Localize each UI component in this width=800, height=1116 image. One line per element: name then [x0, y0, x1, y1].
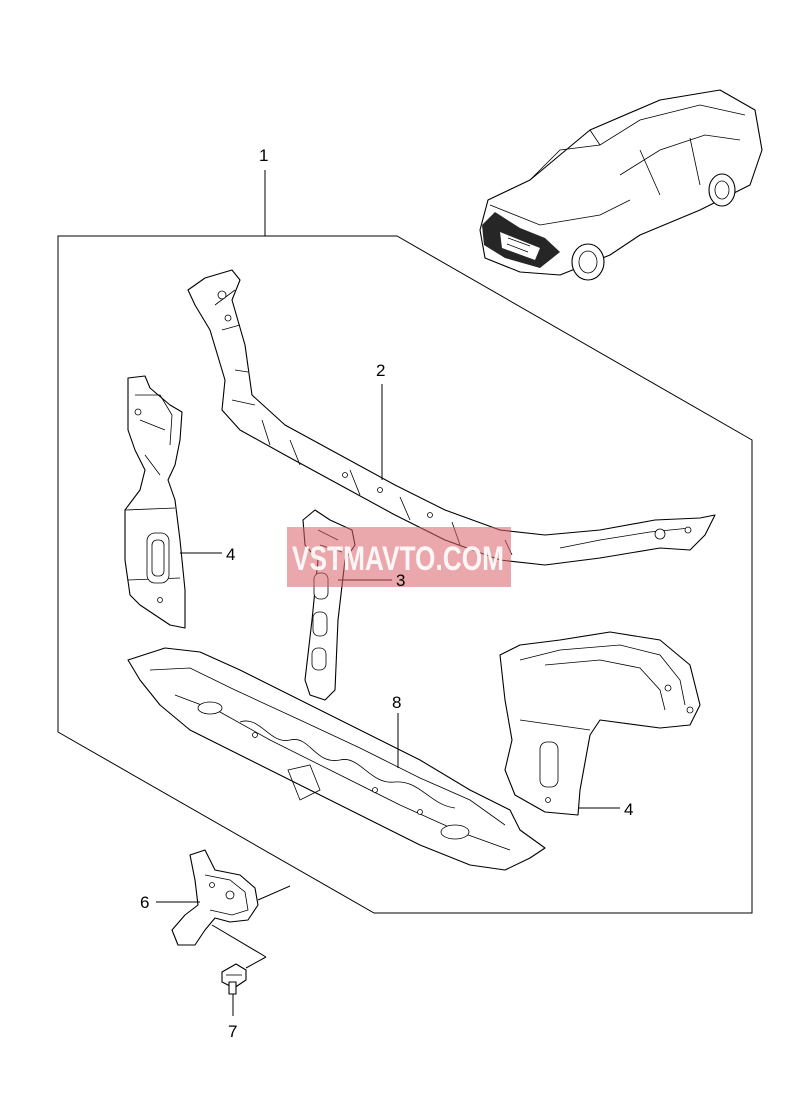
watermark: VSTMAVTO.COM [287, 527, 511, 587]
part-7-bolt [221, 963, 247, 995]
car-overview-image [479, 89, 763, 281]
leader-7-line [211, 924, 267, 958]
part-8-lower-tie-bar [127, 647, 546, 871]
callout-4-right: 4 [624, 800, 633, 819]
part-2-upper-tie-bar [187, 269, 716, 566]
assembly-frame [57, 235, 753, 914]
watermark-text: VSTMAVTO.COM [292, 540, 504, 578]
leader-7b [245, 956, 267, 969]
part-4-right-side-panel [499, 631, 701, 816]
part-4-left-side-panel [124, 375, 186, 629]
callout-7: 7 [228, 1022, 237, 1041]
callout-6: 6 [140, 893, 149, 912]
callout-3: 3 [396, 571, 405, 590]
callout-8: 8 [392, 693, 401, 712]
part-6-hood-latch-bracket [171, 849, 259, 946]
callout-1: 1 [259, 146, 268, 165]
callout-4-left: 4 [226, 545, 235, 564]
callout-2: 2 [376, 361, 385, 380]
leader-6b [257, 885, 291, 901]
